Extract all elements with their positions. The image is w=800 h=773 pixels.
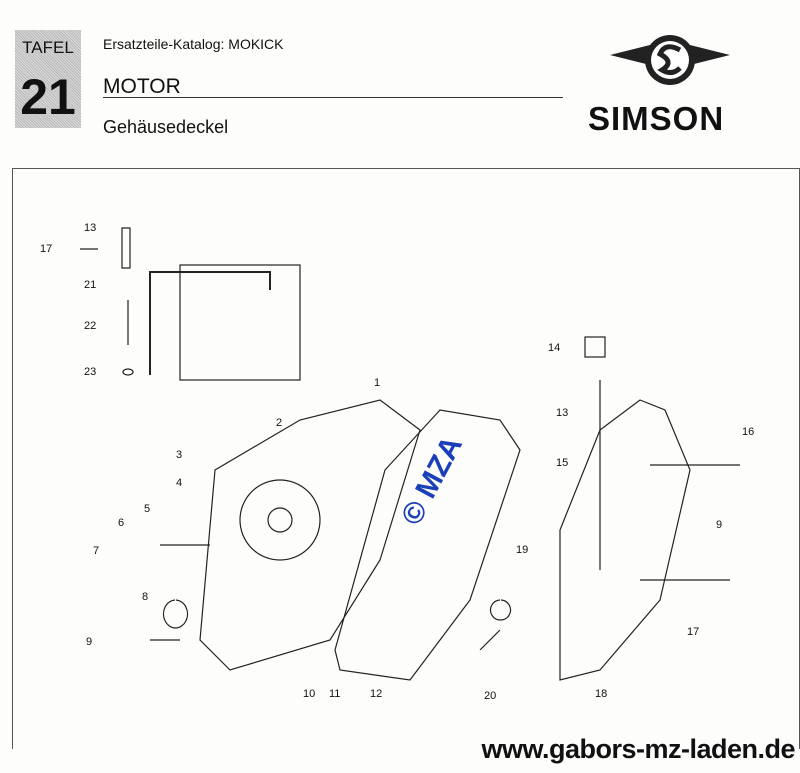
callout-17: 17 — [40, 243, 53, 255]
callout-19: 19 — [516, 544, 529, 556]
callout-17b: 17 — [687, 626, 700, 638]
part-14 — [584, 336, 606, 358]
callout-6: 6 — [118, 517, 125, 529]
catalog-title: Ersatzteile-Katalog: MOKICK — [103, 36, 284, 52]
callout-18: 18 — [595, 688, 608, 700]
detail-inset — [179, 264, 301, 381]
callout-14: 14 — [548, 342, 561, 354]
footer-url: www.gabors-mz-laden.de — [475, 734, 795, 765]
section-title: MOTOR — [103, 75, 181, 98]
callout-13: 13 — [84, 222, 97, 234]
plate-badge: TAFEL 21 — [15, 30, 81, 128]
parts-drawing — [80, 227, 740, 681]
callout-9: 9 — [86, 636, 93, 648]
callout-2: 2 — [276, 417, 283, 429]
callout-10: 10 — [303, 688, 316, 700]
callout-7: 7 — [93, 545, 100, 557]
callout-20: 20 — [484, 690, 497, 702]
callout-11: 11 — [329, 688, 341, 700]
callout-5: 5 — [144, 503, 151, 515]
callout-3: 3 — [176, 449, 183, 461]
brand-name: SIMSON — [588, 100, 725, 137]
plate-number: 21 — [20, 69, 76, 125]
divider — [103, 97, 563, 98]
callout-1: 1 — [374, 377, 381, 389]
callout-9b: 9 — [716, 519, 723, 531]
callout-23: 23 — [84, 366, 97, 378]
gasket-part — [334, 409, 521, 681]
callout-13b: 13 — [556, 407, 569, 419]
simson-logo-icon — [610, 35, 730, 85]
diagram-frame — [12, 168, 800, 749]
callout-16: 16 — [742, 426, 755, 438]
subsection-title: Gehäusedeckel — [103, 117, 229, 137]
plate-label: TAFEL — [22, 38, 74, 57]
callout-4: 4 — [176, 477, 183, 489]
callout-22: 22 — [84, 320, 97, 332]
callout-15: 15 — [556, 457, 569, 469]
callout-12: 12 — [370, 688, 383, 700]
housing-cover-part — [199, 399, 421, 671]
callout-8: 8 — [142, 591, 149, 603]
outer-cover-part — [559, 399, 691, 681]
callout-21: 21 — [84, 279, 97, 291]
